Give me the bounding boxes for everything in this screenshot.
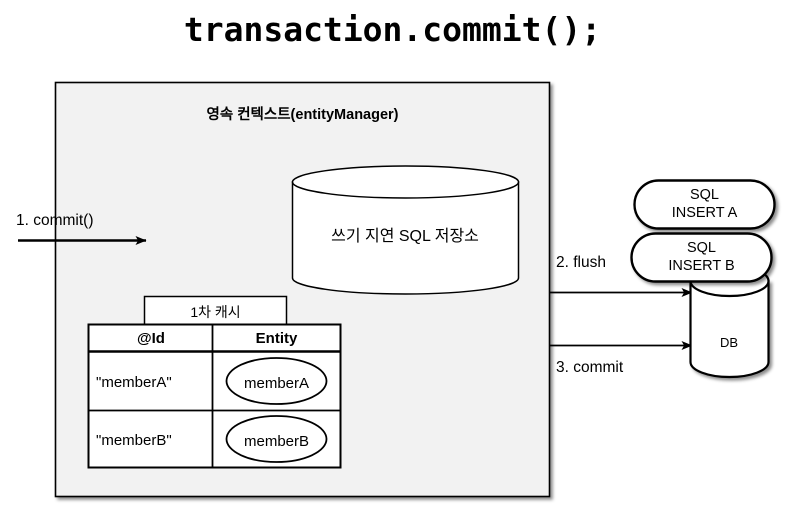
entity-ellipse-a bbox=[225, 357, 328, 405]
cache-row-entity-0: memberA bbox=[243, 375, 310, 392]
entity-ellipse-b bbox=[225, 415, 328, 463]
flow-label-commit-db: 3. commit bbox=[556, 359, 624, 376]
flow-label-commit: 1. commit() bbox=[16, 212, 94, 229]
cache-row-entity-1: memberB bbox=[243, 433, 310, 450]
sql-statement-box-a bbox=[633, 179, 776, 230]
sql-statement-label-b: SQL INSERT B bbox=[631, 239, 772, 275]
sql-statement-box-b bbox=[630, 232, 773, 283]
cache-column-header-id: @Id bbox=[137, 330, 165, 347]
first-level-cache-tab bbox=[143, 295, 288, 326]
first-level-cache-label: 1차 캐시 bbox=[190, 304, 241, 320]
sql-statement-a-line2: INSERT A bbox=[671, 205, 738, 221]
cache-column-header-entity: Entity bbox=[255, 330, 298, 347]
write-behind-sql-store-cylinder bbox=[291, 165, 520, 295]
sql-statement-label-a: SQL INSERT A bbox=[634, 186, 775, 222]
persistence-context-heading: 영속 컨텍스트(entityManager) bbox=[206, 107, 399, 123]
cache-row-id-1: "memberB" bbox=[96, 432, 172, 449]
flow-label-flush: 2. flush bbox=[556, 254, 606, 271]
sql-statement-b-line1: SQL bbox=[686, 240, 716, 256]
cache-row-id-0: "memberA" bbox=[96, 374, 172, 391]
database-label: DB bbox=[719, 335, 739, 350]
sql-statement-b-line2: INSERT B bbox=[668, 258, 735, 274]
sql-statement-a-line1: SQL bbox=[689, 187, 719, 203]
page-title: transaction.commit(); bbox=[183, 10, 602, 49]
write-behind-store-label: 쓰기 지연 SQL 저장소 bbox=[331, 228, 479, 245]
